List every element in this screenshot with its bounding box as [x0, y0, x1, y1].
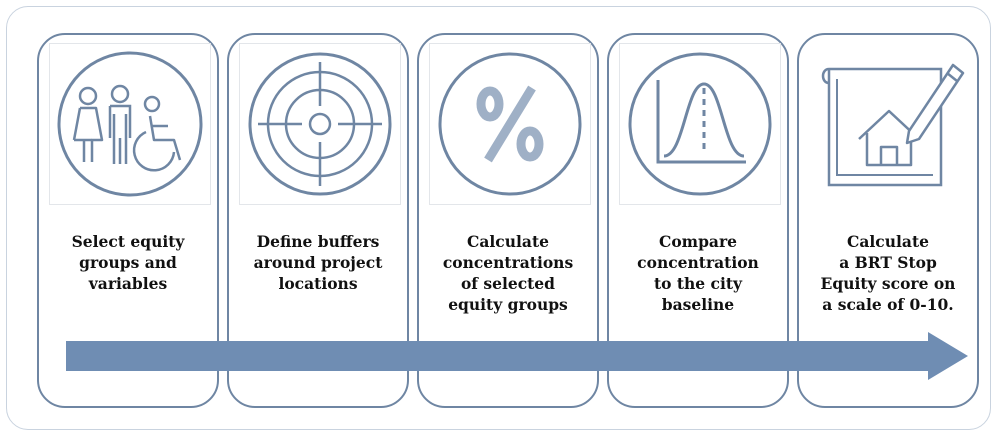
icon-box — [49, 43, 211, 205]
progress-arrow — [66, 332, 968, 380]
step-label: Select equity groups and variables — [71, 232, 185, 293]
step-label: Calculate concentrations of selected equ… — [442, 232, 574, 314]
bell-curve-icon — [628, 52, 772, 196]
icon-box — [809, 43, 969, 203]
step-label: Calculate a BRT Stop Equity score on a s… — [820, 232, 956, 314]
step-label: Define buffers around project locations — [253, 232, 383, 293]
icon-box — [429, 43, 591, 205]
icon-box — [619, 43, 781, 205]
icon-box — [239, 43, 401, 205]
target-icon — [248, 52, 392, 196]
house-blueprint-icon — [821, 63, 965, 187]
percent-icon — [438, 52, 582, 196]
step-label: Compare concentration to the city baseli… — [637, 232, 759, 314]
people-accessibility-icon — [57, 51, 203, 197]
